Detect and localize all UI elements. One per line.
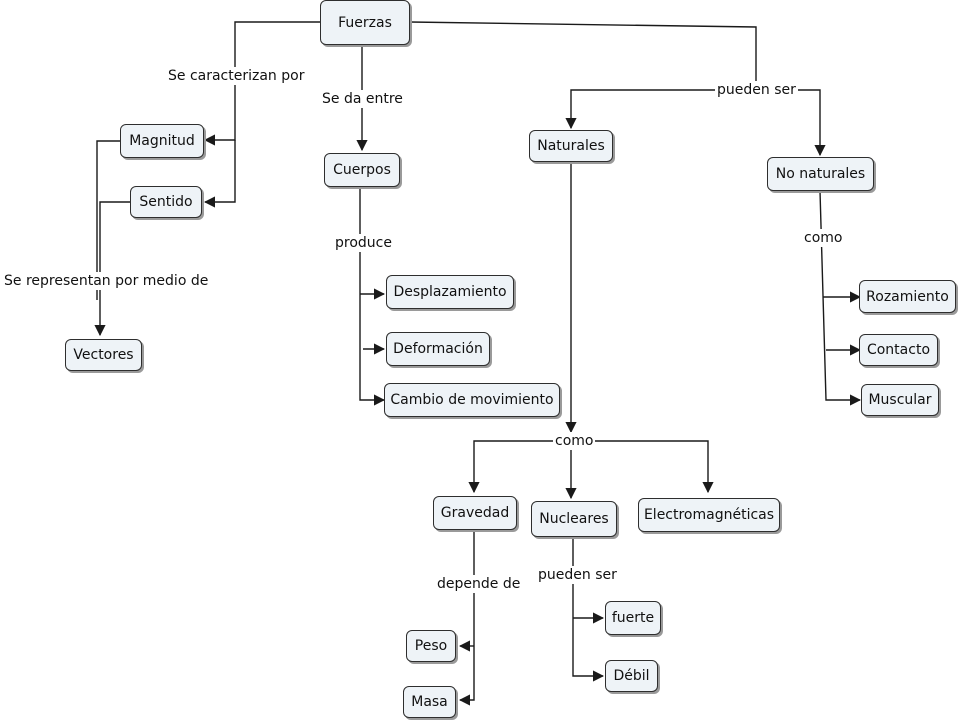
link-label-produce: produce xyxy=(333,234,394,252)
node-muscular[interactable]: Muscular xyxy=(861,384,939,416)
link-label-como-naturales: como xyxy=(553,432,596,450)
link-label-pueden-ser: pueden ser xyxy=(715,81,798,99)
node-no-naturales[interactable]: No naturales xyxy=(767,157,874,191)
node-sentido[interactable]: Sentido xyxy=(130,186,202,218)
node-cuerpos[interactable]: Cuerpos xyxy=(324,153,400,187)
node-debil[interactable]: Débil xyxy=(605,660,658,692)
link-label-se-caracterizan-por: Se caracterizan por xyxy=(166,67,307,85)
link-label-se-da-entre: Se da entre xyxy=(320,90,405,108)
node-contacto[interactable]: Contacto xyxy=(859,334,938,366)
node-gravedad[interactable]: Gravedad xyxy=(433,496,517,530)
node-fuerte[interactable]: fuerte xyxy=(605,601,661,635)
node-electromagneticas[interactable]: Electromagnéticas xyxy=(638,498,780,532)
link-label-como-no-naturales: como xyxy=(802,229,845,247)
node-desplazamiento[interactable]: Desplazamiento xyxy=(386,275,514,309)
node-masa[interactable]: Masa xyxy=(403,686,456,718)
node-peso[interactable]: Peso xyxy=(406,630,456,662)
link-label-depende-de: depende de xyxy=(435,575,523,593)
link-label-se-representan-por-medio-de: Se representan por medio de xyxy=(2,272,211,290)
node-nucleares[interactable]: Nucleares xyxy=(531,501,617,537)
node-magnitud[interactable]: Magnitud xyxy=(120,124,204,158)
node-vectores[interactable]: Vectores xyxy=(65,339,142,371)
node-cambio-de-movimiento[interactable]: Cambio de movimiento xyxy=(384,383,560,417)
link-label-pueden-ser-nucleares: pueden ser xyxy=(536,566,619,584)
node-naturales[interactable]: Naturales xyxy=(529,130,613,162)
node-rozamiento[interactable]: Rozamiento xyxy=(859,280,956,313)
node-deformacion[interactable]: Deformación xyxy=(386,332,490,366)
node-fuerzas[interactable]: Fuerzas xyxy=(320,0,410,45)
